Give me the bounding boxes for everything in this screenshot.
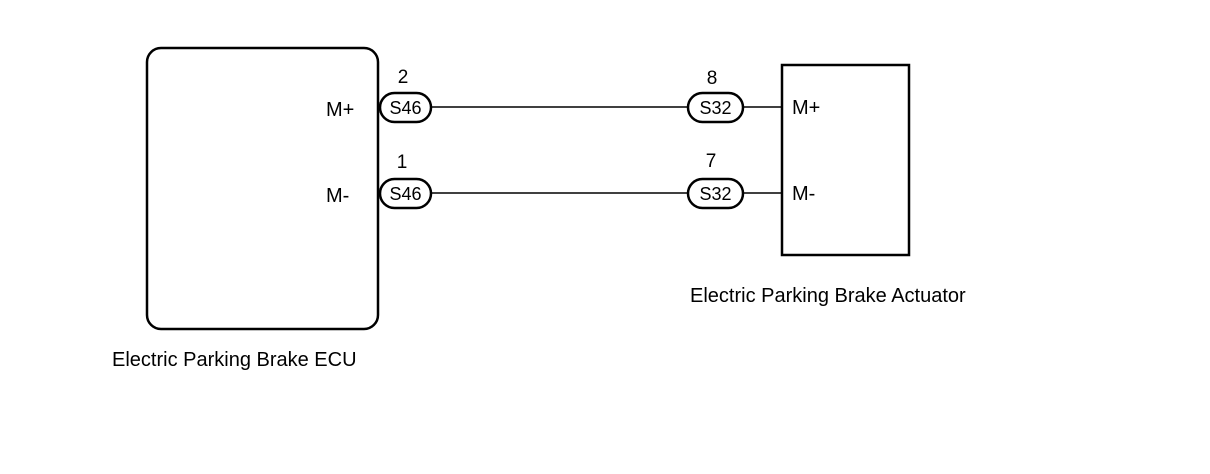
actuator-pin-number: 8 [707, 68, 718, 89]
actuator-connector-label: S32 [699, 98, 731, 118]
ecu-terminal-minus: M- [326, 185, 349, 207]
actuator-box [780, 63, 911, 257]
actuator-connector-label: S32 [699, 184, 731, 204]
ecu-connector-label: S46 [389, 98, 421, 118]
actuator-caption: Electric Parking Brake Actuator [690, 285, 966, 307]
ecu-box [145, 46, 380, 331]
actuator-terminal-plus: M+ [792, 97, 820, 119]
actuator-connector-badge [686, 91, 745, 124]
actuator-connector-badge [686, 177, 745, 210]
ecu-terminal-plus: M+ [326, 99, 354, 121]
ecu-connector-label: S46 [389, 184, 421, 204]
ecu-pin-number: 2 [398, 67, 409, 88]
wire-m-plus: S46 2 S32 8 [378, 67, 782, 124]
actuator-terminal-minus: M- [792, 183, 815, 205]
wire-m-minus: S46 1 S32 7 [378, 151, 782, 210]
ecu-caption: Electric Parking Brake ECU [112, 349, 357, 371]
ecu-connector-badge [378, 177, 433, 210]
ecu-pin-number: 1 [397, 152, 408, 173]
ecu-connector-badge [378, 91, 433, 124]
actuator-pin-number: 7 [706, 151, 717, 172]
